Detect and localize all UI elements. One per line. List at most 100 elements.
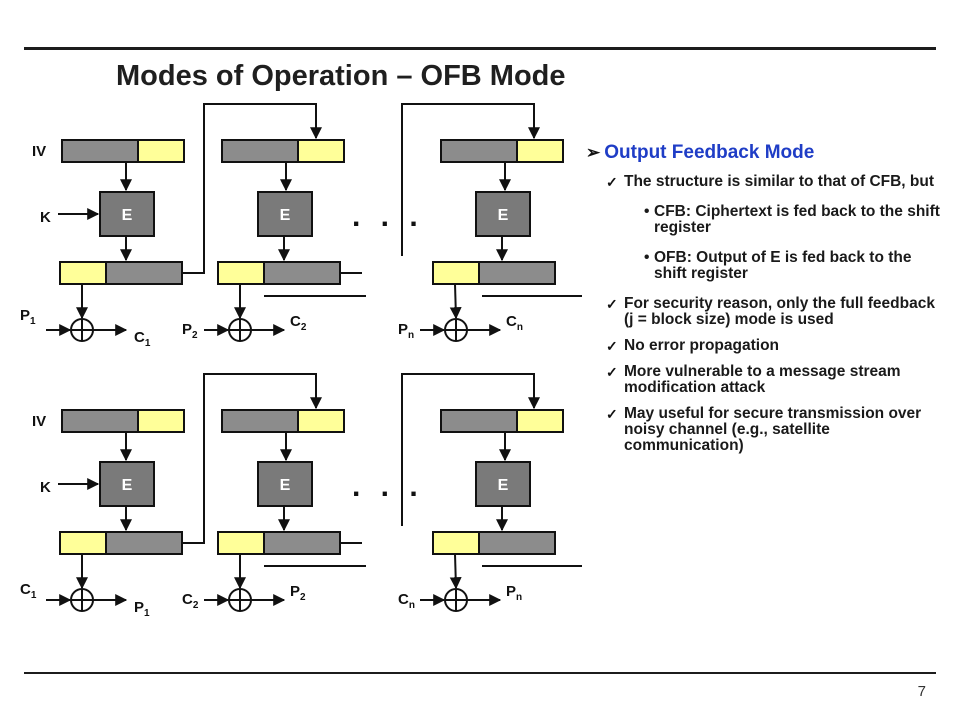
encrypt-block-label: E <box>280 477 291 494</box>
ellipsis: . . . <box>352 470 424 503</box>
sub-list-item: •CFB: Ciphertext is fed back to the shif… <box>644 204 946 236</box>
register-segment-grey <box>440 139 518 163</box>
bullet-icon: • <box>644 249 650 266</box>
output-label: Cn <box>506 313 523 333</box>
feedback-line <box>401 103 540 256</box>
page-number: 7 <box>917 683 926 700</box>
register-segment-yellow <box>432 531 480 555</box>
slide-title: Modes of Operation – OFB Mode <box>116 60 566 92</box>
sub-list-item-text: OFB: Output of E is fed back to the shif… <box>654 249 912 282</box>
list-item: ✓ More vulnerable to a message stream mo… <box>606 364 946 396</box>
output-label: P1 <box>134 599 150 619</box>
check-icon: ✓ <box>606 406 618 422</box>
register-segment-yellow <box>432 261 480 285</box>
encrypt-block-label: E <box>122 477 133 494</box>
shift-register <box>221 139 345 163</box>
stage-2: E P2 C2 <box>182 139 345 342</box>
output-register <box>59 531 183 555</box>
shift-register <box>440 139 564 163</box>
xor-icon <box>70 318 94 342</box>
input-label: C2 <box>182 591 199 611</box>
register-segment-yellow <box>516 409 564 433</box>
xor-icon <box>444 588 468 612</box>
output-to-xor-arrow <box>449 553 462 590</box>
input-label: Cn <box>398 591 415 611</box>
xor-icon <box>228 588 252 612</box>
register-segment-grey <box>221 139 299 163</box>
register-segment-yellow <box>297 139 345 163</box>
register-segment-yellow <box>59 261 107 285</box>
register-segment-yellow <box>217 261 265 285</box>
output-label: P2 <box>290 583 306 603</box>
register-segment-grey <box>105 531 183 555</box>
list-item-text: The structure is similar to that of CFB,… <box>624 173 935 190</box>
list-item: ✓ For security reason, only the full fee… <box>606 296 946 328</box>
encrypt-block-label: E <box>122 207 133 224</box>
encrypt-block-label: E <box>498 477 509 494</box>
feedback-line <box>182 373 322 544</box>
feedback-line <box>182 103 322 274</box>
xor-icon <box>228 318 252 342</box>
shift-register <box>221 409 345 433</box>
key-label: K <box>40 479 51 496</box>
register-segment-yellow <box>59 531 107 555</box>
register-segment-yellow <box>137 139 185 163</box>
output-label: C1 <box>134 329 151 349</box>
encrypt-block-label: E <box>498 207 509 224</box>
output-to-xor-arrow <box>449 283 462 320</box>
shift-register <box>61 139 185 163</box>
list-item: ✓ May useful for secure transmission ove… <box>606 406 946 454</box>
register-segment-grey <box>105 261 183 285</box>
register-segment-yellow <box>516 139 564 163</box>
property-list: ✓ The structure is similar to that of CF… <box>586 174 946 454</box>
section-heading: ➢Output Feedback Mode <box>586 142 946 164</box>
input-label: P1 <box>20 307 36 327</box>
check-icon: ✓ <box>606 364 618 380</box>
output-register <box>432 531 556 555</box>
sub-list-item-text: CFB: Ciphertext is fed back to the shift… <box>654 203 940 236</box>
ofb-description: ➢Output Feedback Mode ✓ The structure is… <box>586 142 946 464</box>
encrypt-block-e <box>475 191 531 237</box>
list-item: ✓ The structure is similar to that of CF… <box>606 174 946 282</box>
iv-label: IV <box>32 143 46 160</box>
iv-label: IV <box>32 413 46 430</box>
list-item: ✓ No error propagation <box>606 338 946 355</box>
xor-icon <box>444 318 468 342</box>
output-label: Pn <box>506 583 522 603</box>
feedback-line <box>401 373 540 526</box>
register-segment-grey <box>440 409 518 433</box>
register-segment-grey <box>478 531 556 555</box>
input-label: Pn <box>398 321 414 341</box>
key-label: K <box>40 209 51 226</box>
list-item-text: For security reason, only the full feedb… <box>624 295 935 328</box>
sub-list-item: •OFB: Output of E is fed back to the shi… <box>644 250 946 282</box>
xor-icon <box>70 588 94 612</box>
input-label: C1 <box>20 581 37 601</box>
register-segment-grey <box>263 261 341 285</box>
heading-text: Output Feedback Mode <box>604 142 815 163</box>
bottom-rule <box>24 672 936 674</box>
register-segment-grey <box>221 409 299 433</box>
register-segment-grey <box>478 261 556 285</box>
ellipsis: . . . <box>352 200 424 233</box>
output-register <box>59 261 183 285</box>
encrypt-block-label: E <box>280 207 291 224</box>
input-label: P2 <box>182 321 198 341</box>
register-segment-yellow <box>297 409 345 433</box>
encrypt-block-e <box>475 461 531 507</box>
check-icon: ✓ <box>606 296 618 312</box>
register-segment-grey <box>263 531 341 555</box>
stage-3: E Cn Pn <box>398 409 564 612</box>
shift-register <box>61 409 185 433</box>
output-register <box>217 261 341 285</box>
register-segment-yellow <box>137 409 185 433</box>
register-segment-grey <box>61 409 139 433</box>
list-item-text: May useful for secure transmission over … <box>624 405 922 454</box>
output-label: C2 <box>290 313 307 333</box>
output-register <box>432 261 556 285</box>
sub-list: •CFB: Ciphertext is fed back to the shif… <box>644 204 946 282</box>
